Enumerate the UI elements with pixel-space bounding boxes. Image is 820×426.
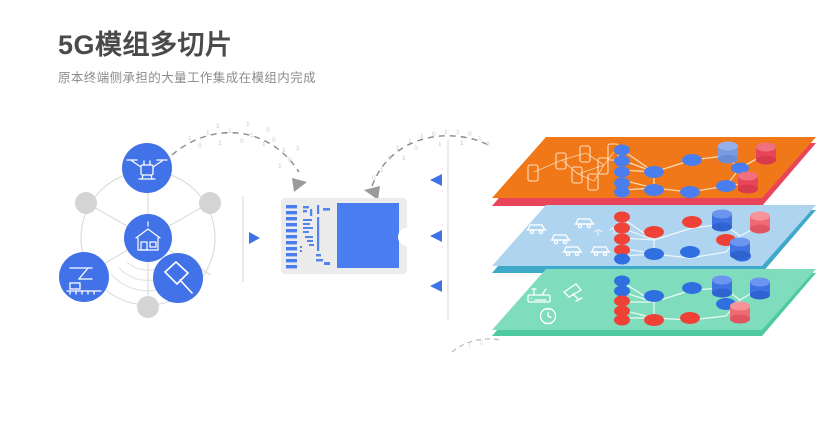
hammer-node[interactable]	[153, 253, 203, 303]
blue-plane-device-icons	[526, 218, 619, 257]
slice-plane-blue[interactable]	[492, 205, 816, 273]
orange-plane-databases	[718, 141, 776, 194]
svg-text:1: 1	[278, 163, 282, 170]
svg-text:0: 0	[414, 145, 418, 152]
svg-text:1: 1	[460, 140, 464, 147]
module-circuit-traces	[300, 205, 330, 265]
slice-plane-green[interactable]	[492, 269, 816, 336]
svg-text:1: 1	[216, 123, 220, 130]
svg-text:0: 0	[266, 127, 270, 134]
svg-text:1: 1	[250, 132, 254, 139]
factory-center-node[interactable]	[124, 214, 172, 262]
module-pins	[286, 205, 297, 269]
drone-icon	[126, 159, 168, 180]
svg-text:0: 0	[480, 341, 484, 347]
svg-text:0: 0	[198, 143, 202, 150]
blue-arrow-left-3	[430, 280, 442, 292]
page-title: 5G模组多切片	[58, 30, 233, 60]
svg-text:1: 1	[420, 133, 424, 140]
header-block: 5G模组多切片 原本终端侧承担的大量工作集成在模组内完成	[58, 30, 316, 86]
svg-text:1: 1	[246, 121, 250, 128]
svg-text:0: 0	[272, 137, 276, 144]
svg-text:1: 1	[262, 141, 266, 148]
factory-signal-icon	[135, 221, 161, 251]
green-plane-databases	[712, 275, 770, 324]
robot-arm-icon	[66, 267, 102, 295]
blue-plane-databases	[712, 209, 770, 260]
svg-text:0: 0	[432, 131, 436, 138]
svg-text:1: 1	[468, 344, 472, 350]
green-plane-device-icons	[527, 283, 583, 325]
hammer-icon	[163, 260, 193, 294]
svg-text:0: 0	[372, 175, 376, 182]
gray-node-upper-right	[199, 192, 221, 214]
left-divider	[242, 196, 260, 282]
svg-text:1: 1	[444, 129, 448, 136]
svg-text:0: 0	[240, 138, 244, 145]
svg-text:0: 0	[388, 155, 392, 162]
terminal-device-cluster	[59, 143, 221, 318]
svg-text:1: 1	[456, 129, 460, 136]
green-plane-nodes	[614, 275, 736, 326]
gray-node-upper-left	[75, 192, 97, 214]
svg-text:1: 1	[296, 145, 300, 152]
orange-plane-device-icons	[527, 143, 619, 191]
svg-text:1: 1	[438, 141, 442, 148]
board-notch	[398, 228, 407, 246]
svg-text:1: 1	[402, 155, 406, 162]
5g-module-board[interactable]	[281, 198, 407, 274]
svg-text:1: 1	[218, 140, 222, 147]
gray-node-bottom	[137, 296, 159, 318]
svg-text:0: 0	[288, 157, 292, 164]
orange-plane-nodes	[614, 144, 749, 198]
right-divider	[430, 140, 449, 320]
svg-text:0: 0	[486, 141, 490, 148]
robot-arm-node[interactable]	[59, 252, 109, 302]
blue-arrow-left-2	[430, 230, 442, 242]
blue-arrow-right	[249, 232, 260, 244]
svg-text:1: 1	[396, 145, 400, 152]
drone-node[interactable]	[122, 143, 172, 193]
page-subtitle: 原本终端侧承担的大量工作集成在模组内完成	[58, 71, 317, 86]
svg-text:1: 1	[228, 128, 232, 135]
slice-plane-orange[interactable]	[492, 137, 816, 206]
svg-text:1: 1	[478, 135, 482, 142]
svg-text:1: 1	[408, 138, 412, 145]
main-chip	[337, 203, 399, 268]
svg-text:1: 1	[380, 167, 384, 174]
svg-text:1: 1	[188, 135, 192, 142]
svg-text:1: 1	[282, 147, 286, 154]
svg-text:0: 0	[468, 131, 472, 138]
blue-arrow-left-1	[430, 174, 442, 186]
svg-text:1: 1	[206, 130, 210, 137]
